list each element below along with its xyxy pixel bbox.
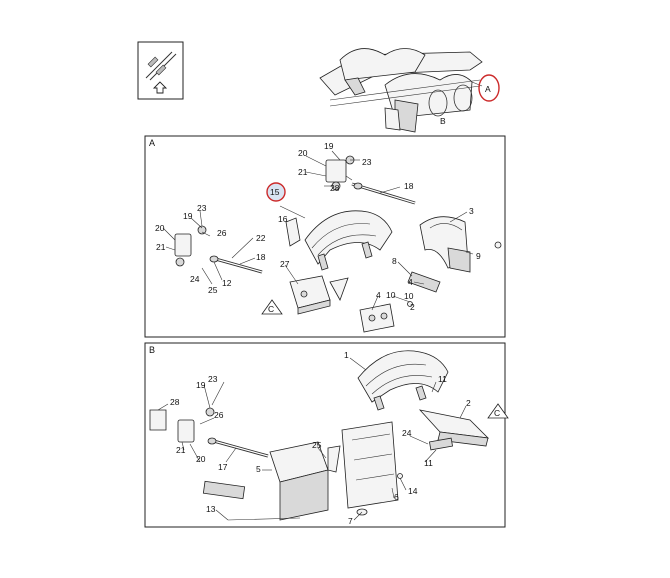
callout-b-6: 6 xyxy=(394,492,399,502)
legend-box xyxy=(137,41,184,100)
callout-b-24: 24 xyxy=(402,428,412,438)
callouts-b: 1 19 23 11 28 26 2 21 24 20 11 25 17 5 1… xyxy=(170,350,471,526)
callout-a-22: 22 xyxy=(256,233,266,243)
callout-b-21: 21 xyxy=(176,445,186,455)
bracket-assembly-left xyxy=(174,225,207,267)
callout-a-4-left: 4 xyxy=(376,290,381,300)
callout-a-8: 8 xyxy=(392,256,397,266)
panel-a-title: A xyxy=(149,138,155,148)
callout-a-20-left: 20 xyxy=(155,223,165,233)
callout-a-9: 9 xyxy=(476,251,481,261)
callout-a-3: 3 xyxy=(469,206,474,216)
callout-a-10-right: 10 xyxy=(404,291,414,301)
reference-marker-c-b: C xyxy=(487,403,509,419)
orientation-arrow-icon xyxy=(145,51,177,94)
callout-a-25: 25 xyxy=(208,285,218,295)
callout-b-7: 7 xyxy=(348,516,353,526)
support-rod-top xyxy=(351,182,416,205)
mount-bracket xyxy=(289,275,349,315)
leader-lines-a xyxy=(162,150,474,311)
callout-b-11-bottom: 11 xyxy=(424,458,433,468)
reflector xyxy=(202,480,246,500)
bracket-assembly-b xyxy=(149,407,215,443)
leader-lines-b xyxy=(157,357,467,521)
panel-b-title: B xyxy=(149,345,155,355)
callout-a-21-left: 21 xyxy=(156,242,166,252)
callout-b-1: 1 xyxy=(344,350,349,360)
callout-b-26: 26 xyxy=(214,410,224,420)
reference-marker-c-a: C xyxy=(261,299,283,315)
fender-rear xyxy=(419,216,502,273)
mud-flap xyxy=(341,421,403,509)
mount-bracket-b xyxy=(269,441,341,521)
svg-text:C: C xyxy=(494,408,500,418)
callout-a-4-right: 4 xyxy=(408,277,413,287)
callouts-a: 19 20 23 21 28 18 16 3 19 23 20 26 21 22… xyxy=(155,141,481,312)
callout-a-12: 12 xyxy=(222,278,232,288)
callout-b-14: 14 xyxy=(408,486,418,496)
overview-callout-a-label: A xyxy=(485,84,491,94)
highlighted-callout-15[interactable]: 15 xyxy=(266,182,286,202)
callout-b-11-top: 11 xyxy=(438,374,447,384)
highlighted-callout-15-label: 15 xyxy=(270,187,280,197)
callout-b-25: 25 xyxy=(312,440,322,450)
callout-a-26: 26 xyxy=(217,228,227,238)
callout-b-5: 5 xyxy=(256,464,261,474)
callout-a-16: 16 xyxy=(278,214,288,224)
callout-a-20-top: 20 xyxy=(298,148,308,158)
retainer-strip xyxy=(407,271,441,307)
bracket-assembly-top xyxy=(325,155,355,191)
clip-part xyxy=(285,217,301,247)
callout-a-23-top: 23 xyxy=(362,157,372,167)
callout-a-18-top: 18 xyxy=(404,181,414,191)
fender-plate-b xyxy=(418,409,490,447)
overview-label-b: B xyxy=(440,116,446,126)
clip-b xyxy=(356,508,368,516)
overview-sketch: B A xyxy=(319,48,500,133)
callout-a-23-left: 23 xyxy=(197,203,207,213)
callout-b-2: 2 xyxy=(466,398,471,408)
callout-a-18-left: 18 xyxy=(256,252,266,262)
svg-text:C: C xyxy=(268,304,274,314)
mounting-plate xyxy=(359,303,395,333)
callout-b-28: 28 xyxy=(170,397,180,407)
callout-a-27: 27 xyxy=(280,259,290,269)
mudguard-b xyxy=(357,350,449,411)
panel-b: B xyxy=(144,342,509,528)
mudguard-front xyxy=(304,210,393,271)
callout-b-19: 19 xyxy=(196,380,206,390)
callout-b-13: 13 xyxy=(206,504,216,514)
retainer-strip-b xyxy=(429,437,453,451)
support-rod-left xyxy=(209,255,263,274)
callout-b-23: 23 xyxy=(208,374,218,384)
panel-a: A xyxy=(144,135,506,338)
callout-a-28: 28 xyxy=(330,183,340,193)
callout-a-21-top: 21 xyxy=(298,167,308,177)
support-rod-b xyxy=(207,437,269,458)
overview-callout-a[interactable] xyxy=(478,74,500,102)
callout-a-19-top: 19 xyxy=(324,141,334,151)
callout-a-2: 2 xyxy=(410,302,415,312)
callout-b-20: 20 xyxy=(196,454,206,464)
callout-b-17: 17 xyxy=(218,462,228,472)
callout-a-24: 24 xyxy=(190,274,200,284)
callout-a-10-left: 10 xyxy=(386,290,396,300)
callout-a-19-left: 19 xyxy=(183,211,193,221)
